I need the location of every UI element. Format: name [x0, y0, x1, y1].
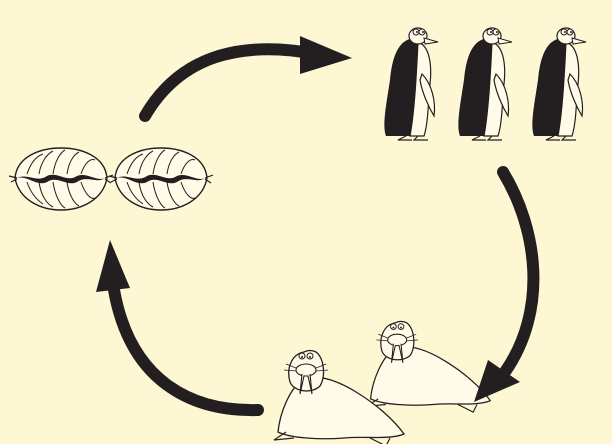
penguin-icon [458, 28, 512, 140]
clam-icon [109, 148, 213, 210]
clam-icon [9, 148, 113, 210]
arrow-penguins-to-walruses [474, 172, 533, 402]
clams-node [9, 148, 213, 210]
arrowhead-icon [300, 36, 352, 74]
walrus-icon [367, 321, 491, 412]
penguins-node [384, 28, 586, 140]
walruses-node [274, 321, 490, 444]
arrow-clams-to-penguins [145, 36, 352, 116]
arrowhead-icon [96, 240, 130, 292]
penguin-icon [384, 28, 438, 140]
penguin-icon [532, 28, 586, 140]
arrow-walruses-to-clams [96, 240, 258, 410]
